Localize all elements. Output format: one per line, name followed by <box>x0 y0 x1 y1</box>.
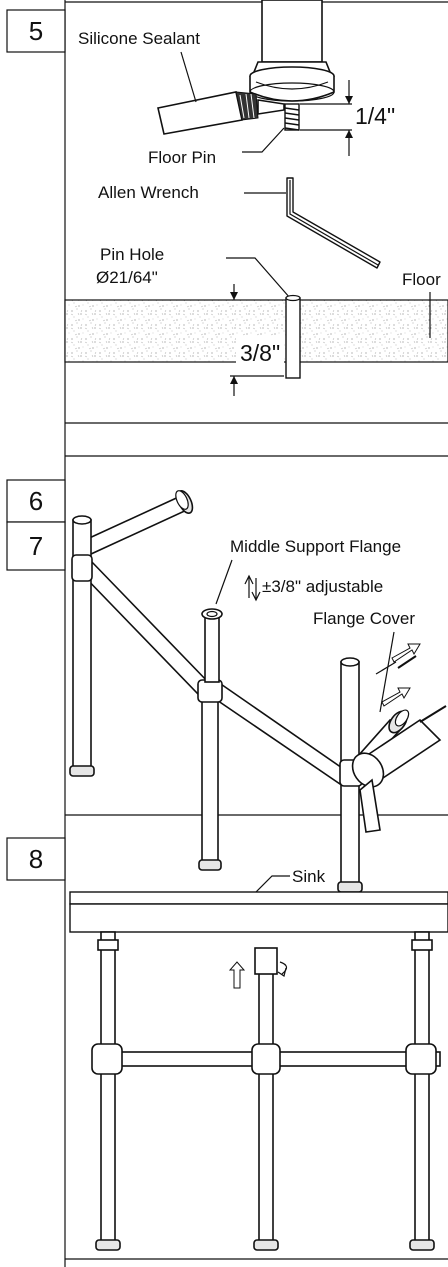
step-8-number: 8 <box>29 844 43 874</box>
step-8-box: 8 <box>6 837 66 881</box>
panel-frame <box>64 0 448 1267</box>
adjust-arrows <box>244 574 261 602</box>
pin-hole-leader <box>226 257 291 299</box>
raise-arrow-icon <box>228 961 288 989</box>
sink-label: Sink <box>292 867 326 886</box>
stand-frame-iso <box>69 490 410 893</box>
sealant-leader <box>180 51 197 103</box>
flange-arrows <box>375 643 421 707</box>
msf-leader <box>215 559 233 605</box>
step-6-number: 6 <box>29 486 43 516</box>
floor-pin <box>284 103 300 131</box>
drill-icon <box>351 705 447 833</box>
allen-wrench <box>286 177 381 269</box>
middle-support-flange-label: Middle Support Flange <box>230 537 401 556</box>
silicone-sealant-label: Silicone Sealant <box>78 29 200 48</box>
adjustable-label: ±3/8" adjustable <box>262 577 383 596</box>
floor-pin-installed <box>285 294 301 379</box>
flange-cover-leader <box>379 631 395 713</box>
step-7-number: 7 <box>29 531 43 561</box>
step-7-box: 7 <box>6 521 66 571</box>
stand-frame-front <box>91 931 441 1251</box>
dim-three-eighths: 3/8" <box>230 284 284 396</box>
pin-hole-label: Pin Hole <box>100 245 164 264</box>
floor-pin-leader <box>242 127 285 153</box>
dim-quarter-label: 1/4" <box>355 103 395 129</box>
allen-wrench-label: Allen Wrench <box>98 183 199 202</box>
floor-label: Floor <box>402 270 441 289</box>
step-6-box: 6 <box>6 479 66 523</box>
leg-bottom <box>249 0 335 102</box>
pin-hole-dia-label: Ø21/64" <box>96 268 158 287</box>
dim-three-eighths-label: 3/8" <box>240 340 280 366</box>
silicone-tube <box>157 91 285 135</box>
dim-quarter: 1/4" <box>300 80 395 156</box>
step-5-number: 5 <box>29 16 43 46</box>
step-5-box: 5 <box>6 9 66 53</box>
sink-countertop <box>69 891 448 933</box>
flange-cover-label: Flange Cover <box>313 609 415 628</box>
sink-leader <box>255 875 290 893</box>
floor-pin-label: Floor Pin <box>148 148 216 167</box>
